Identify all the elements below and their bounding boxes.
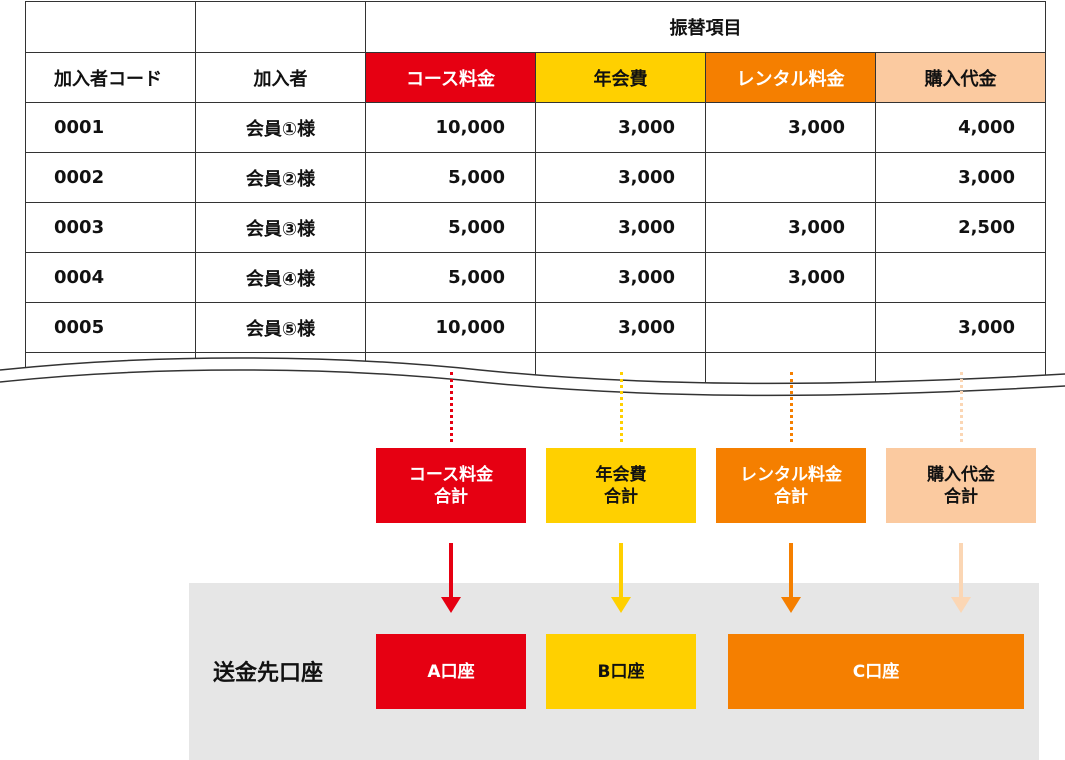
table-row: 0004 会員④様 5,000 3,000 3,000 bbox=[25, 252, 1046, 303]
arrow-head-purchase bbox=[951, 597, 971, 613]
code-cell: 0001 bbox=[25, 102, 196, 153]
dotted-connector-rental bbox=[790, 372, 793, 442]
arrow-head-rental bbox=[781, 597, 801, 613]
value-cell: 3,000 bbox=[705, 252, 876, 303]
value-cell: 3,000 bbox=[535, 152, 706, 203]
column-header-member: 加入者 bbox=[195, 52, 366, 103]
value-cell: 3,000 bbox=[535, 202, 706, 253]
group-header: 振替項目 bbox=[365, 1, 1046, 53]
total-box-annual-fee: 年会費合計 bbox=[546, 448, 696, 523]
total-box-rental-fee: レンタル料金合計 bbox=[716, 448, 866, 523]
value-cell: 5,000 bbox=[365, 252, 536, 303]
value-cell: 3,000 bbox=[535, 252, 706, 303]
table-row: 0005 会員⑤様 10,000 3,000 3,000 bbox=[25, 302, 1046, 353]
column-header-rental-fee: レンタル料金 bbox=[705, 52, 876, 103]
arrow-rental bbox=[789, 543, 793, 598]
code-cell: 0004 bbox=[25, 252, 196, 303]
arrow-course bbox=[449, 543, 453, 598]
member-cell: 会員④様 bbox=[195, 252, 366, 303]
account-box-a: A口座 bbox=[376, 634, 526, 709]
code-cell: 0005 bbox=[25, 302, 196, 353]
value-cell: 3,000 bbox=[875, 302, 1046, 353]
blank-header-cell bbox=[25, 1, 196, 53]
value-cell: 3,000 bbox=[705, 202, 876, 253]
account-box-c: C口座 bbox=[728, 634, 1024, 709]
member-cell: 会員②様 bbox=[195, 152, 366, 203]
total-box-purchase-fee: 購入代金合計 bbox=[886, 448, 1036, 523]
table-row: 0003 会員③様 5,000 3,000 3,000 2,500 bbox=[25, 202, 1046, 253]
table-row: 0002 会員②様 5,000 3,000 3,000 bbox=[25, 152, 1046, 203]
value-cell bbox=[705, 302, 876, 353]
value-cell: 3,000 bbox=[535, 302, 706, 353]
account-box-b: B口座 bbox=[546, 634, 696, 709]
dotted-connector-purchase bbox=[960, 372, 963, 442]
value-cell bbox=[705, 152, 876, 203]
code-cell: 0002 bbox=[25, 152, 196, 203]
column-header-course-fee: コース料金 bbox=[365, 52, 536, 103]
column-header-code: 加入者コード bbox=[25, 52, 196, 103]
blank-header-cell bbox=[195, 1, 366, 53]
value-cell: 4,000 bbox=[875, 102, 1046, 153]
table-row: 0001 会員①様 10,000 3,000 3,000 4,000 bbox=[25, 102, 1046, 153]
value-cell bbox=[875, 252, 1046, 303]
column-header-annual-fee: 年会費 bbox=[535, 52, 706, 103]
value-cell: 10,000 bbox=[365, 302, 536, 353]
value-cell: 3,000 bbox=[705, 102, 876, 153]
value-cell: 3,000 bbox=[535, 102, 706, 153]
torn-edge bbox=[0, 357, 1065, 412]
dotted-connector-annual bbox=[620, 372, 623, 442]
arrow-annual bbox=[619, 543, 623, 598]
dotted-connector-course bbox=[450, 372, 453, 442]
member-cell: 会員①様 bbox=[195, 102, 366, 153]
code-cell: 0003 bbox=[25, 202, 196, 253]
value-cell: 10,000 bbox=[365, 102, 536, 153]
member-cell: 会員③様 bbox=[195, 202, 366, 253]
value-cell: 2,500 bbox=[875, 202, 1046, 253]
value-cell: 3,000 bbox=[875, 152, 1046, 203]
arrow-head-annual bbox=[611, 597, 631, 613]
column-header-purchase-fee: 購入代金 bbox=[875, 52, 1046, 103]
destination-label: 送金先口座 bbox=[213, 661, 324, 686]
arrow-head-course bbox=[441, 597, 461, 613]
total-box-course-fee: コース料金合計 bbox=[376, 448, 526, 523]
transfer-table: 振替項目 加入者コード 加入者 コース料金 年会費 レンタル料金 購入代金 00… bbox=[25, 1, 1046, 403]
value-cell: 5,000 bbox=[365, 202, 536, 253]
arrow-purchase bbox=[959, 543, 963, 598]
member-cell: 会員⑤様 bbox=[195, 302, 366, 353]
value-cell: 5,000 bbox=[365, 152, 536, 203]
